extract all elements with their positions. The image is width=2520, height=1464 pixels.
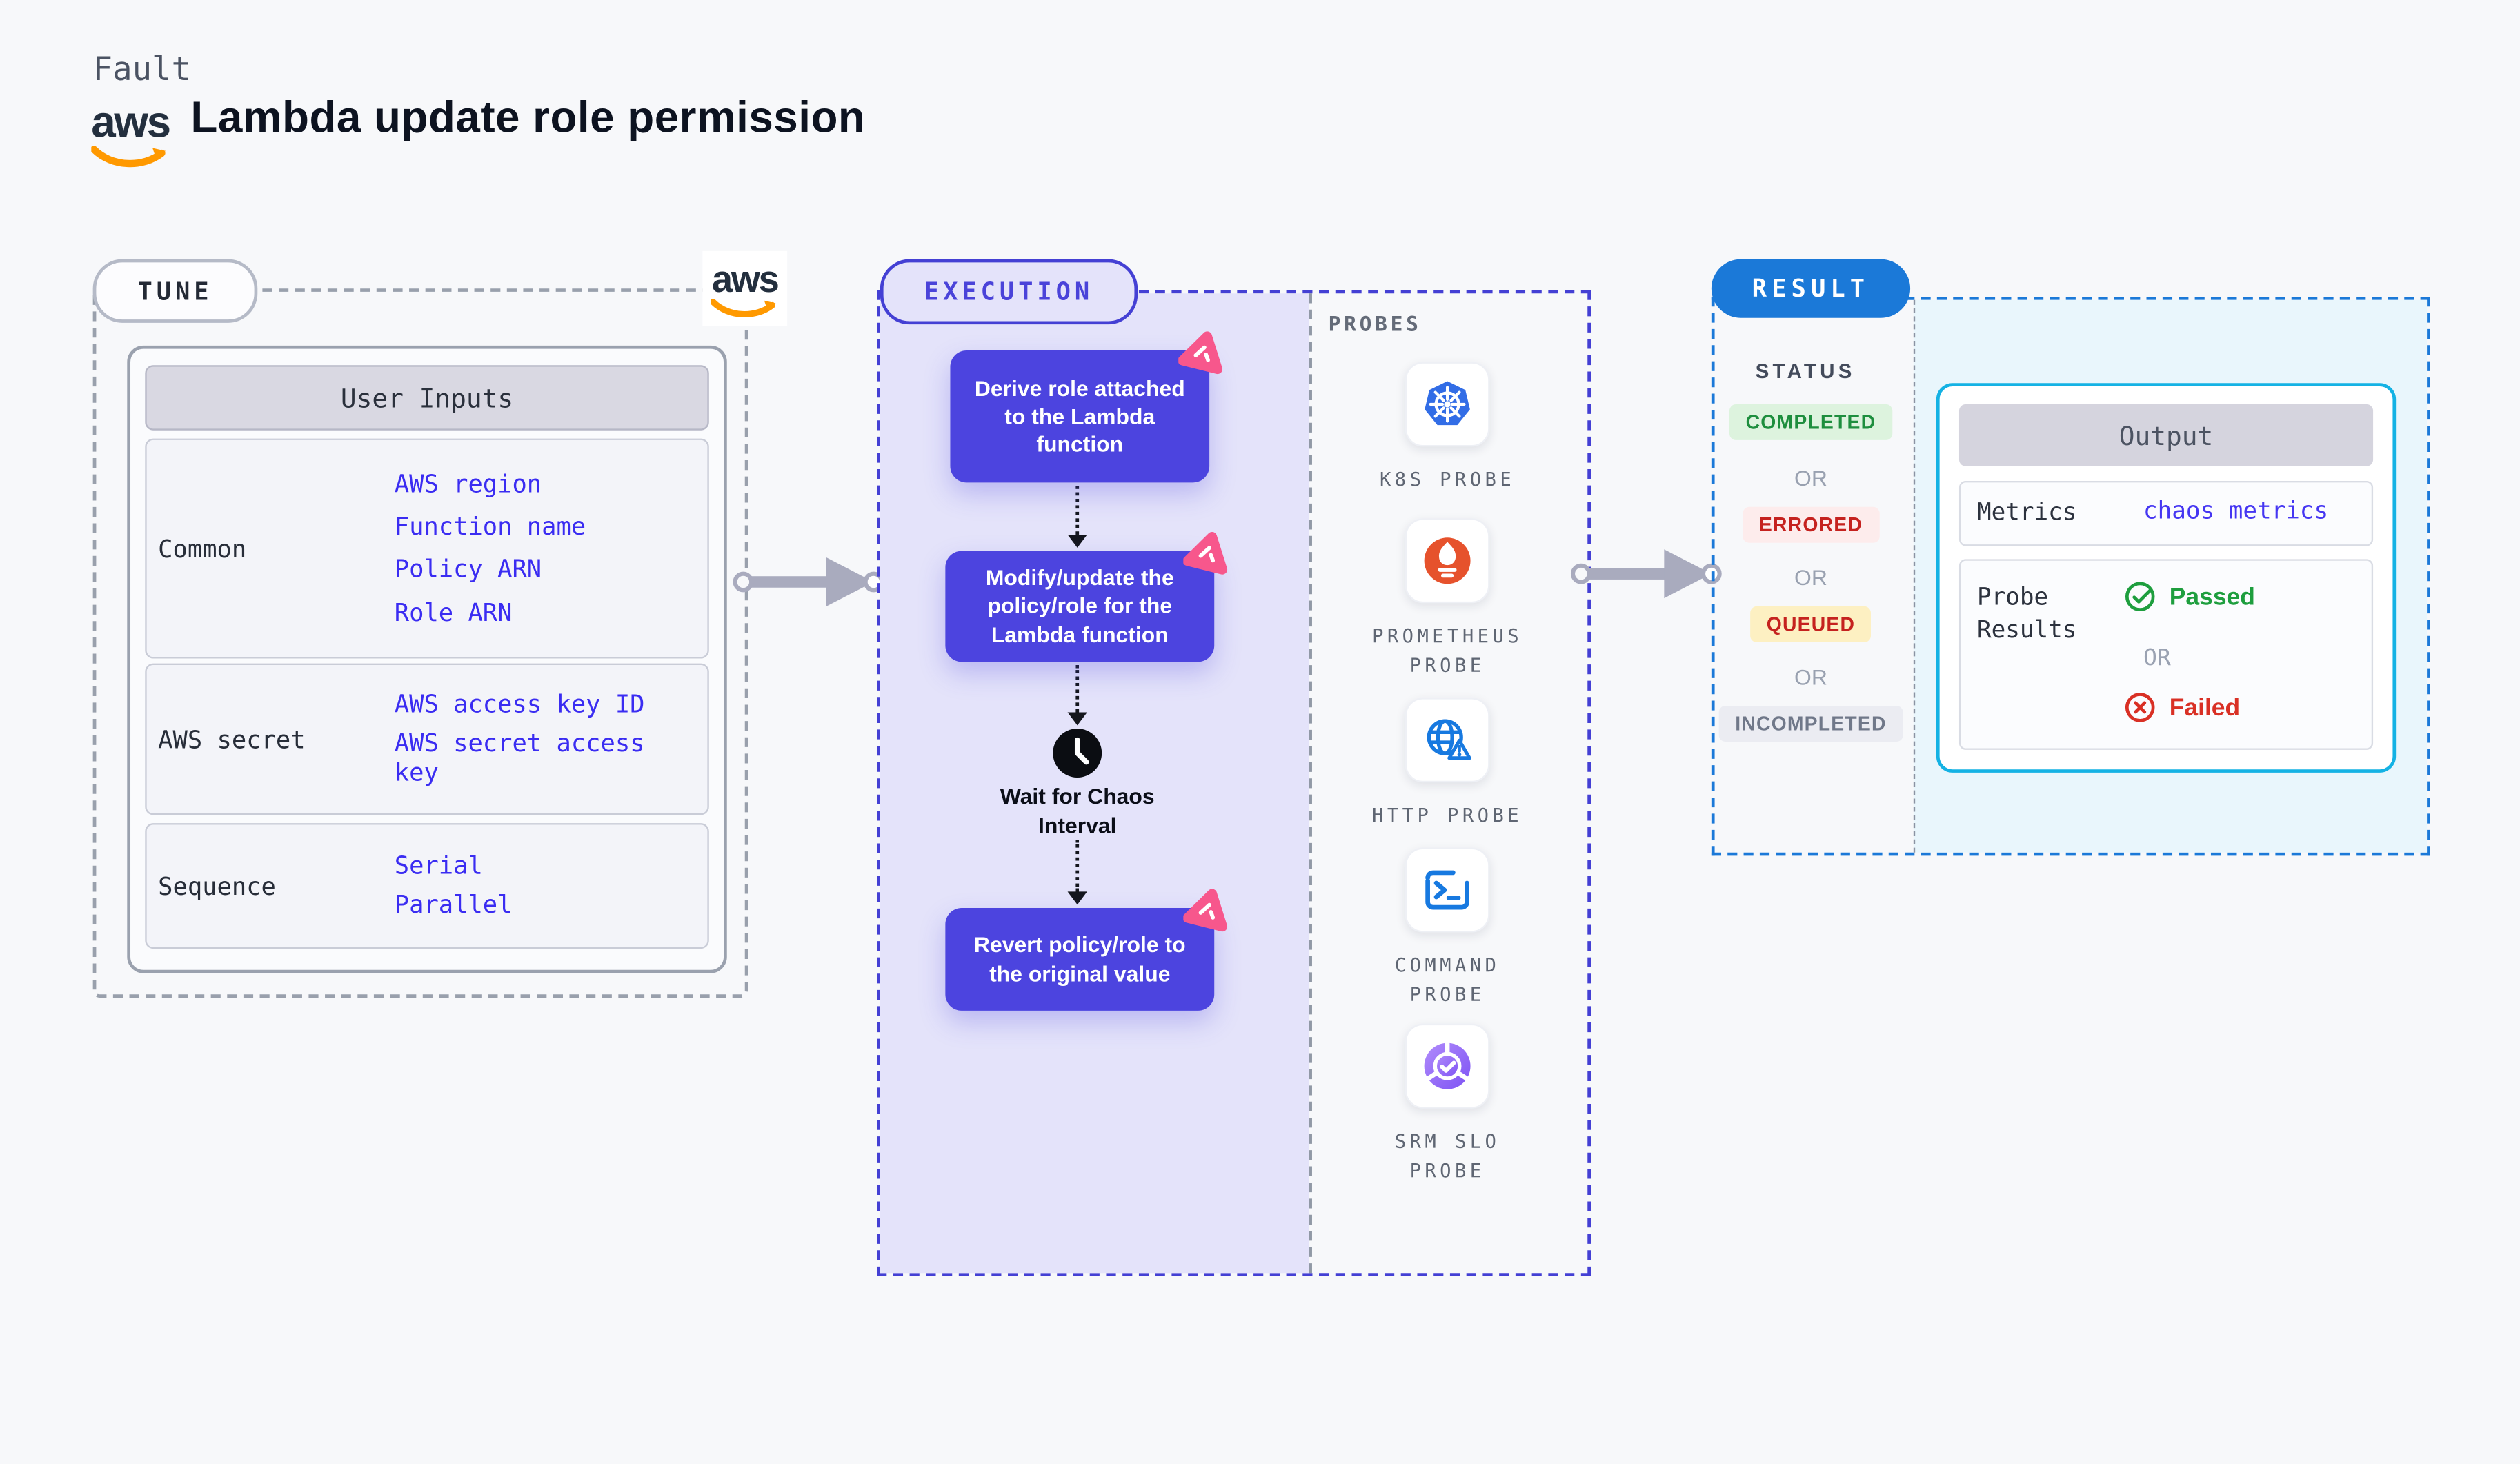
input-row-label: Common	[158, 533, 247, 564]
input-row-common: Common AWS region Function name Policy A…	[145, 438, 709, 659]
status-divider	[1913, 299, 1916, 853]
input-link-policy-arn[interactable]: Policy ARN	[394, 554, 542, 584]
flow-arrow-down	[1067, 664, 1087, 726]
input-link-secret-access-key[interactable]: AWS secret access key	[394, 728, 645, 788]
probe-k8s: K8S PROBE	[1354, 362, 1540, 495]
status-queued: QUEUED	[1750, 606, 1872, 642]
input-links: Serial Parallel	[395, 825, 708, 947]
probe-prometheus: PROMETHEUS PROBE	[1354, 518, 1540, 681]
chaos-icon	[1183, 532, 1228, 575]
page-title: Lambda update role permission	[190, 92, 866, 142]
probes-divider	[1309, 293, 1312, 1274]
failed-label: Failed	[2169, 693, 2241, 722]
probe-command: COMMAND PROBE	[1354, 847, 1540, 1011]
aws-wordmark: aws	[91, 97, 171, 147]
status-heading: STATUS	[1755, 360, 1856, 384]
input-links: AWS region Function name Policy ARN Role…	[395, 440, 708, 657]
output-header: Output	[1958, 404, 2374, 466]
probe-label: SRM SLO PROBE	[1394, 1129, 1500, 1183]
step-derive-role: Derive role attached to the Lambda funct…	[950, 331, 1222, 483]
http-globe-warning-icon	[1427, 719, 1471, 760]
aws-smile-icon	[711, 297, 776, 317]
input-links: AWS access key ID AWS secret access key	[395, 665, 708, 813]
status-errored: ERRORED	[1743, 506, 1879, 543]
user-inputs-header: User Inputs	[145, 365, 709, 431]
status-incompleted: INCOMPLETED	[1718, 706, 1903, 742]
input-link-function-name[interactable]: Function name	[394, 511, 586, 542]
chaos-metrics-link[interactable]: chaos metrics	[2143, 498, 2329, 525]
check-circle-icon	[2125, 582, 2155, 612]
kubernetes-icon	[1425, 381, 1470, 426]
aws-logo: aws	[88, 97, 173, 168]
execution-to-result-arrow	[1570, 549, 1722, 599]
input-link-parallel[interactable]: Parallel	[394, 890, 513, 920]
input-link-serial[interactable]: Serial	[394, 850, 483, 880]
input-row-label: AWS secret	[158, 724, 306, 754]
step-label: Modify/update the policy/role for the La…	[985, 566, 1174, 647]
slo-donut-check-icon	[1424, 1041, 1471, 1089]
probes-heading: PROBES	[1328, 311, 1422, 336]
probe-card	[1405, 362, 1490, 447]
step-label: Revert policy/role to the original value	[973, 933, 1186, 986]
chaos-icon	[1178, 331, 1222, 375]
x-circle-icon	[2125, 693, 2155, 722]
user-inputs-card: User Inputs Common AWS region Function n…	[127, 345, 727, 973]
tune-section	[92, 288, 748, 998]
status-or: OR	[1794, 565, 1827, 591]
input-link-role-arn[interactable]: Role ARN	[394, 597, 513, 627]
flow-arrow-down	[1067, 839, 1087, 905]
probe-http: HTTP PROBE	[1354, 698, 1540, 830]
execution-badge: EXECUTION	[880, 259, 1138, 325]
tune-to-execution-arrow	[733, 557, 884, 606]
fault-kicker: Fault	[92, 48, 191, 88]
status-completed: COMPLETED	[1729, 404, 1892, 440]
probe-card	[1405, 1023, 1490, 1109]
probe-card	[1405, 518, 1490, 604]
metrics-label: Metrics	[1976, 500, 2077, 527]
probe-label: K8S PROBE	[1379, 468, 1516, 491]
chaos-icon	[1183, 889, 1228, 932]
step-revert-policy: Revert policy/role to the original value	[945, 889, 1228, 1011]
flow-arrow-down	[1067, 486, 1087, 548]
probe-label: COMMAND PROBE	[1394, 953, 1500, 1007]
step-label: Derive role attached to the Lambda funct…	[974, 375, 1185, 457]
prometheus-icon	[1424, 537, 1471, 584]
passed-status: Passed	[2124, 580, 2255, 613]
probe-label: PROMETHEUS PROBE	[1372, 624, 1523, 677]
passed-label: Passed	[2169, 582, 2255, 611]
clock-icon	[1053, 729, 1102, 778]
status-column: STATUS COMPLETED OR ERRORED OR QUEUED OR…	[1712, 297, 1910, 849]
output-card: Output Metrics chaos metrics Probe Resul…	[1936, 383, 2397, 773]
aws-logo-small: aws	[702, 250, 788, 326]
probe-results-label: Probe Results	[1976, 585, 2077, 644]
tune-badge: TUNE	[92, 259, 258, 323]
terminal-icon	[1425, 870, 1469, 910]
failed-status: Failed	[2124, 691, 2241, 724]
probe-label: HTTP PROBE	[1372, 803, 1523, 827]
result-badge: RESULT	[1711, 259, 1911, 318]
wait-interval-label: Wait for Chaos Interval	[1000, 784, 1155, 838]
metrics-row: Metrics chaos metrics	[1958, 480, 2374, 546]
aws-wordmark: aws	[711, 257, 780, 299]
aws-smile-icon	[91, 146, 166, 168]
input-link-aws-region[interactable]: AWS region	[394, 468, 542, 499]
input-link-access-key-id[interactable]: AWS access key ID	[394, 689, 645, 719]
probe-card	[1405, 698, 1490, 783]
step-modify-policy: Modify/update the policy/role for the La…	[945, 532, 1228, 662]
input-row-aws-secret: AWS secret AWS access key ID AWS secret …	[145, 663, 709, 815]
status-or: OR	[1794, 466, 1827, 491]
probe-result-or: OR	[2143, 645, 2171, 672]
input-row-sequence: Sequence Serial Parallel	[145, 823, 709, 949]
status-or: OR	[1794, 664, 1827, 690]
probe-srm-slo: SRM SLO PROBE	[1354, 1023, 1540, 1187]
probe-results-row: Probe Results Passed OR Failed	[1958, 559, 2374, 750]
input-row-label: Sequence	[158, 871, 276, 901]
probe-card	[1405, 847, 1490, 933]
